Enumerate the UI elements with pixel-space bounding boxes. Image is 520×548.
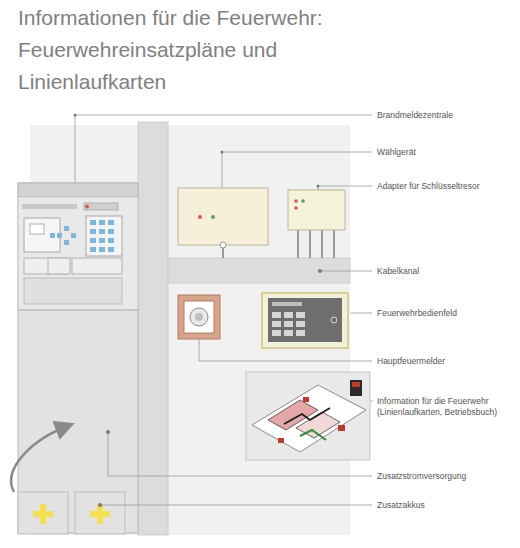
callout-label: Hauptfeuermelder: [377, 356, 513, 367]
callout-label: Information für die Feuerwehr (Linienlau…: [377, 396, 513, 418]
callout-label: Feuerwehrbedienfeld: [377, 308, 513, 319]
callout-label: Kabelkanal: [377, 266, 513, 277]
callout-label: Zusatzakkus: [377, 500, 513, 511]
callout-label: Brandmeldezentrale: [377, 110, 513, 121]
callout-label: Wählgerät: [377, 147, 513, 158]
callout-label: Adapter für Schlüsseltresor: [377, 181, 513, 192]
callout-label: Zusatzstromversorgung: [377, 471, 513, 482]
page-title: Informationen für die Feuerwehr: Feuerwe…: [18, 2, 378, 98]
